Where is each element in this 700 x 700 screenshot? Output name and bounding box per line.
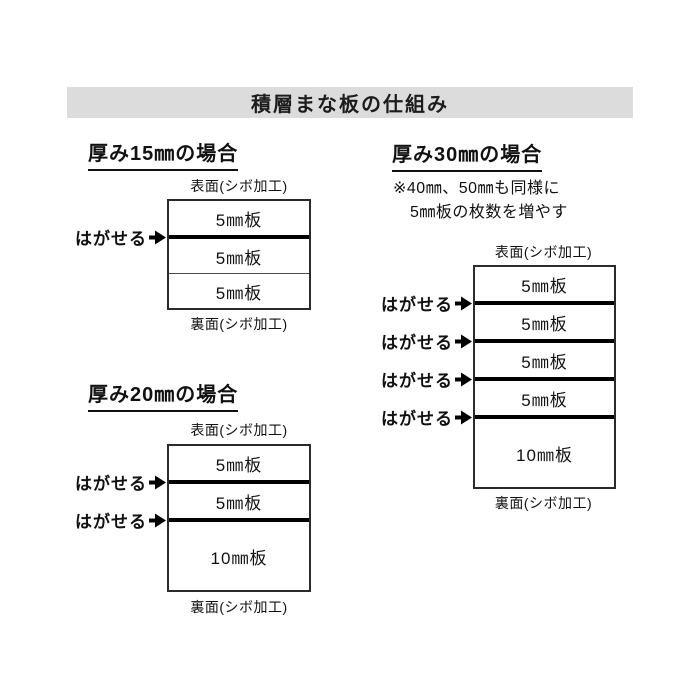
peel-label: はがせる xyxy=(75,229,147,249)
layer-row: 5㎜板 xyxy=(475,267,614,301)
section-heading-20mm: 厚み20㎜の場合 xyxy=(88,378,239,412)
peel-arrow-row: はがせる xyxy=(381,329,472,354)
page-title: 積層まな板の仕組み xyxy=(251,94,449,116)
peel-arrow-row: はがせる xyxy=(381,405,472,430)
layer-label: 10㎜板 xyxy=(516,445,573,465)
layer-label: 5㎜板 xyxy=(215,493,263,513)
peel-arrow-row: はがせる xyxy=(381,291,472,316)
peel-label: はがせる xyxy=(381,295,453,315)
back-label: 裏面(シボ加工) xyxy=(190,316,288,332)
note-line: ※40㎜、50㎜も同様に xyxy=(393,180,561,197)
back-label: 裏面(シボ加工) xyxy=(494,495,593,511)
peel-label: はがせる xyxy=(381,333,453,353)
layer-label: 5㎜板 xyxy=(215,455,263,475)
surface-label: 表面(シボ加工) xyxy=(190,422,288,438)
note-line: 5㎜板の枚数を増やす xyxy=(410,204,568,221)
layer-label: 5㎜板 xyxy=(215,210,263,230)
layer-row: 5㎜板 xyxy=(475,301,614,339)
layer-label: 5㎜板 xyxy=(521,390,568,410)
peel-label: はがせる xyxy=(381,409,453,429)
back-label: 裏面(シボ加工) xyxy=(190,599,288,615)
right-arrow-icon xyxy=(149,513,166,527)
right-arrow-icon xyxy=(149,230,166,244)
note: ※40㎜、50㎜も同様に 5㎜板の枚数を増やす xyxy=(393,177,568,225)
peel-arrow-row: はがせる xyxy=(381,367,472,392)
section-heading-30mm: 厚み30㎜の場合 xyxy=(392,138,543,172)
layer-label: 5㎜板 xyxy=(215,248,263,268)
peel-label: はがせる xyxy=(381,371,453,391)
layer-row: 5㎜板 xyxy=(475,377,614,415)
layer-row: 5㎜板 xyxy=(169,480,309,518)
peel-arrow-row: はがせる xyxy=(75,225,166,250)
layer-label: 5㎜板 xyxy=(215,283,263,303)
section-30mm: 厚み30㎜の場合 ※40㎜、50㎜も同様に 5㎜板の枚数を増やす 表面(シボ加工… xyxy=(381,138,632,538)
layer-row: 10㎜板 xyxy=(169,518,309,590)
right-arrow-icon xyxy=(455,334,472,348)
right-arrow-icon xyxy=(149,475,166,489)
layer-label: 5㎜板 xyxy=(521,352,568,372)
peel-arrow-row: はがせる xyxy=(75,470,166,495)
right-arrow-icon xyxy=(455,410,472,424)
layer-label: 5㎜板 xyxy=(521,276,568,296)
layer-row: 5㎜板 xyxy=(169,235,309,273)
right-arrow-icon xyxy=(455,372,472,386)
layer-label: 5㎜板 xyxy=(521,314,568,334)
right-arrow-icon xyxy=(455,296,472,310)
layer-row: 10㎜板 xyxy=(475,415,614,487)
surface-label: 表面(シボ加工) xyxy=(190,178,288,194)
peel-label: はがせる xyxy=(75,474,147,494)
peel-arrow-row: はがせる xyxy=(75,508,166,533)
peel-label: はがせる xyxy=(75,512,147,532)
section-heading-15mm: 厚み15㎜の場合 xyxy=(88,137,239,171)
layer-label: 10㎜板 xyxy=(210,548,268,568)
layer-row: 5㎜板 xyxy=(169,201,309,235)
layer-row: 5㎜板 xyxy=(475,339,614,377)
surface-label: 表面(シボ加工) xyxy=(494,244,593,260)
layer-row: 5㎜板 xyxy=(169,446,309,480)
layer-row: 5㎜板 xyxy=(169,273,309,308)
title-bar: 積層まな板の仕組み xyxy=(67,87,633,118)
